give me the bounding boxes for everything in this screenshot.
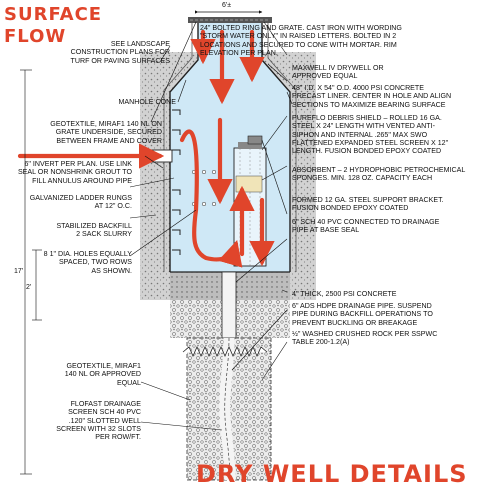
label-manhole-cone: MANHOLE CONE xyxy=(118,98,176,106)
leader-lines xyxy=(129,21,293,431)
label-pvc-connect: 6" SCH 40 PVC CONNECTED TO DRAINAGE PIPE… xyxy=(292,218,440,235)
liner-wall-right xyxy=(261,22,291,272)
diagram-title: DRY WELL DETAILS xyxy=(196,460,468,488)
label-geotextile-lower: GEOTEXTILE, MIRAF1 140 NL OR APPROVED EQ… xyxy=(64,362,141,387)
label-backfill: STABILIZED BACKFILL 2 SACK SLURRY xyxy=(56,222,132,239)
label-concrete: 4" THICK, 2500 PSI CONCRETE xyxy=(292,290,397,298)
label-liner: 48" I.D. X 54" O.D. 4000 PSI CONCRETE PR… xyxy=(292,84,452,109)
dim-top-width: 6'± xyxy=(222,2,232,9)
label-bracket: FORMED 12 GA. STEEL SUPPORT BRACKET. FUS… xyxy=(292,196,444,213)
label-rungs: GALVANIZED LADDER RUNGS AT 12" O.C. xyxy=(29,194,132,211)
label-ads-pipe: 6" ADS HDPE DRAINAGE PIPE. SUSPEND PIPE … xyxy=(292,302,433,327)
label-absorbent: ABSORBENT – 2 HYDROPHOBIC PETROCHEMICAL … xyxy=(292,166,466,183)
support-bracket xyxy=(247,135,263,145)
label-landscape: SEE LANDSCAPE CONSTRUCTION PLANS FOR TUR… xyxy=(70,40,170,65)
label-invert: 6" INVERT PER PLAN. USE LINK SEAL OR NON… xyxy=(17,160,132,185)
flow-arrows xyxy=(17,29,275,268)
label-grate: 24" BOLTED RING AND GRATE. CAST IRON WIT… xyxy=(200,24,402,57)
pvc-riser xyxy=(221,271,237,339)
absorbent-sponge xyxy=(235,175,263,193)
side-backfill-left xyxy=(140,250,170,300)
ladder-rungs xyxy=(172,109,181,255)
surface-flow-label: SURFACE FLOW xyxy=(4,4,103,47)
label-holes: 8 1" DIA. HOLES EQUALLY SPACED, TWO ROWS… xyxy=(43,250,132,275)
label-rock: ½" WASHED CRUSHED ROCK PER SSPWC TABLE 2… xyxy=(292,330,438,347)
side-backfill-right xyxy=(290,250,316,300)
label-maxwell: MAXWELL IV DRYWELL OR APPROVED EQUAL xyxy=(292,64,384,81)
label-flofast: FLOFAST DRAINAGE SCREEN SCH 40 PVC .120"… xyxy=(56,400,141,442)
dim-depth-total: 17' xyxy=(14,268,24,275)
label-geotextile-grate: GEOTEXTILE, MIRAF1 140 NL ON GRATE UNDER… xyxy=(50,120,162,145)
dim-depth-lower: 2' xyxy=(26,284,32,291)
label-debris-shield: PUREFLO DEBRIS SHIELD – ROLLED 16 GA. ST… xyxy=(292,114,449,156)
break-symbol xyxy=(182,346,268,357)
